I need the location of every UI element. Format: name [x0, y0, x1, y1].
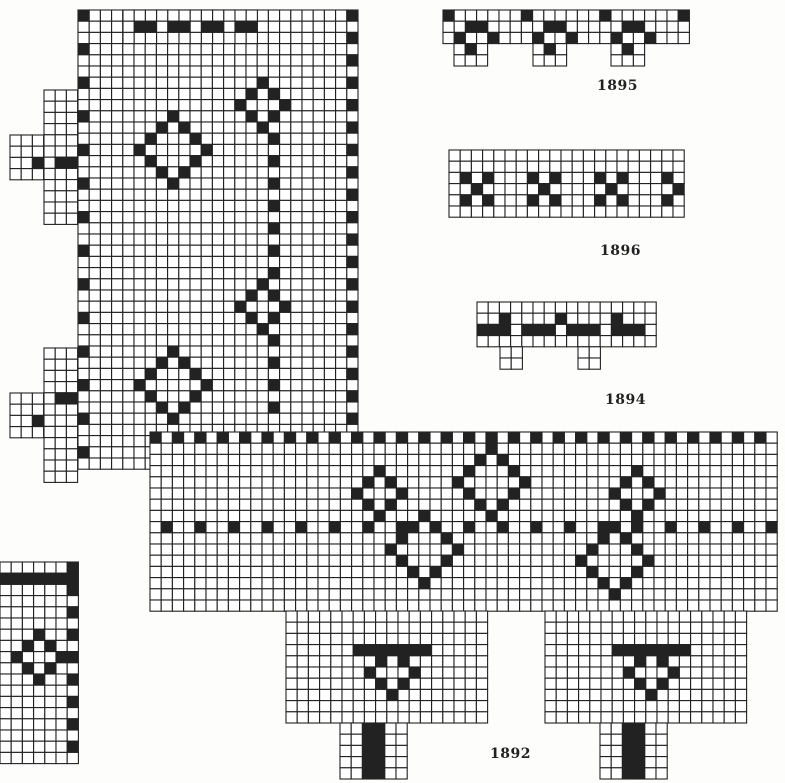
pattern-number-1894: 1894 [605, 392, 646, 408]
chart-1896 [449, 150, 684, 217]
chart-1895-tab-c [611, 44, 645, 66]
chart-1892-vertical-arm [78, 10, 358, 469]
chart-1892-horizontal-arm [150, 432, 777, 611]
chart-1892-top-cap [123, 10, 257, 44]
chart-1894-tab-a [500, 347, 522, 369]
pattern-number-1895: 1895 [597, 78, 638, 94]
chart-1892-bottom-point-d [600, 723, 667, 779]
chart-1892-left-point-b [10, 135, 44, 180]
pattern-number-1892: 1892 [490, 746, 531, 762]
chart-1894-tab-b [578, 347, 600, 369]
chart-1892-bottom-point-c [545, 611, 747, 723]
chart-1892-left-point-a [44, 90, 78, 224]
chart-1892-left-point-d [10, 393, 44, 438]
chart-1895-main [443, 10, 689, 44]
chart-1894 [477, 302, 656, 347]
chart-partial-left [0, 562, 78, 764]
chart-1895-tab-b [533, 44, 567, 66]
chart-1892-bottom-point-b [340, 723, 407, 779]
chart-1892-left-point-c [44, 348, 78, 482]
pattern-number-1896: 1896 [600, 243, 641, 259]
chart-1892-bottom-point-a [286, 611, 488, 723]
chart-1895-tab-a [454, 44, 488, 66]
